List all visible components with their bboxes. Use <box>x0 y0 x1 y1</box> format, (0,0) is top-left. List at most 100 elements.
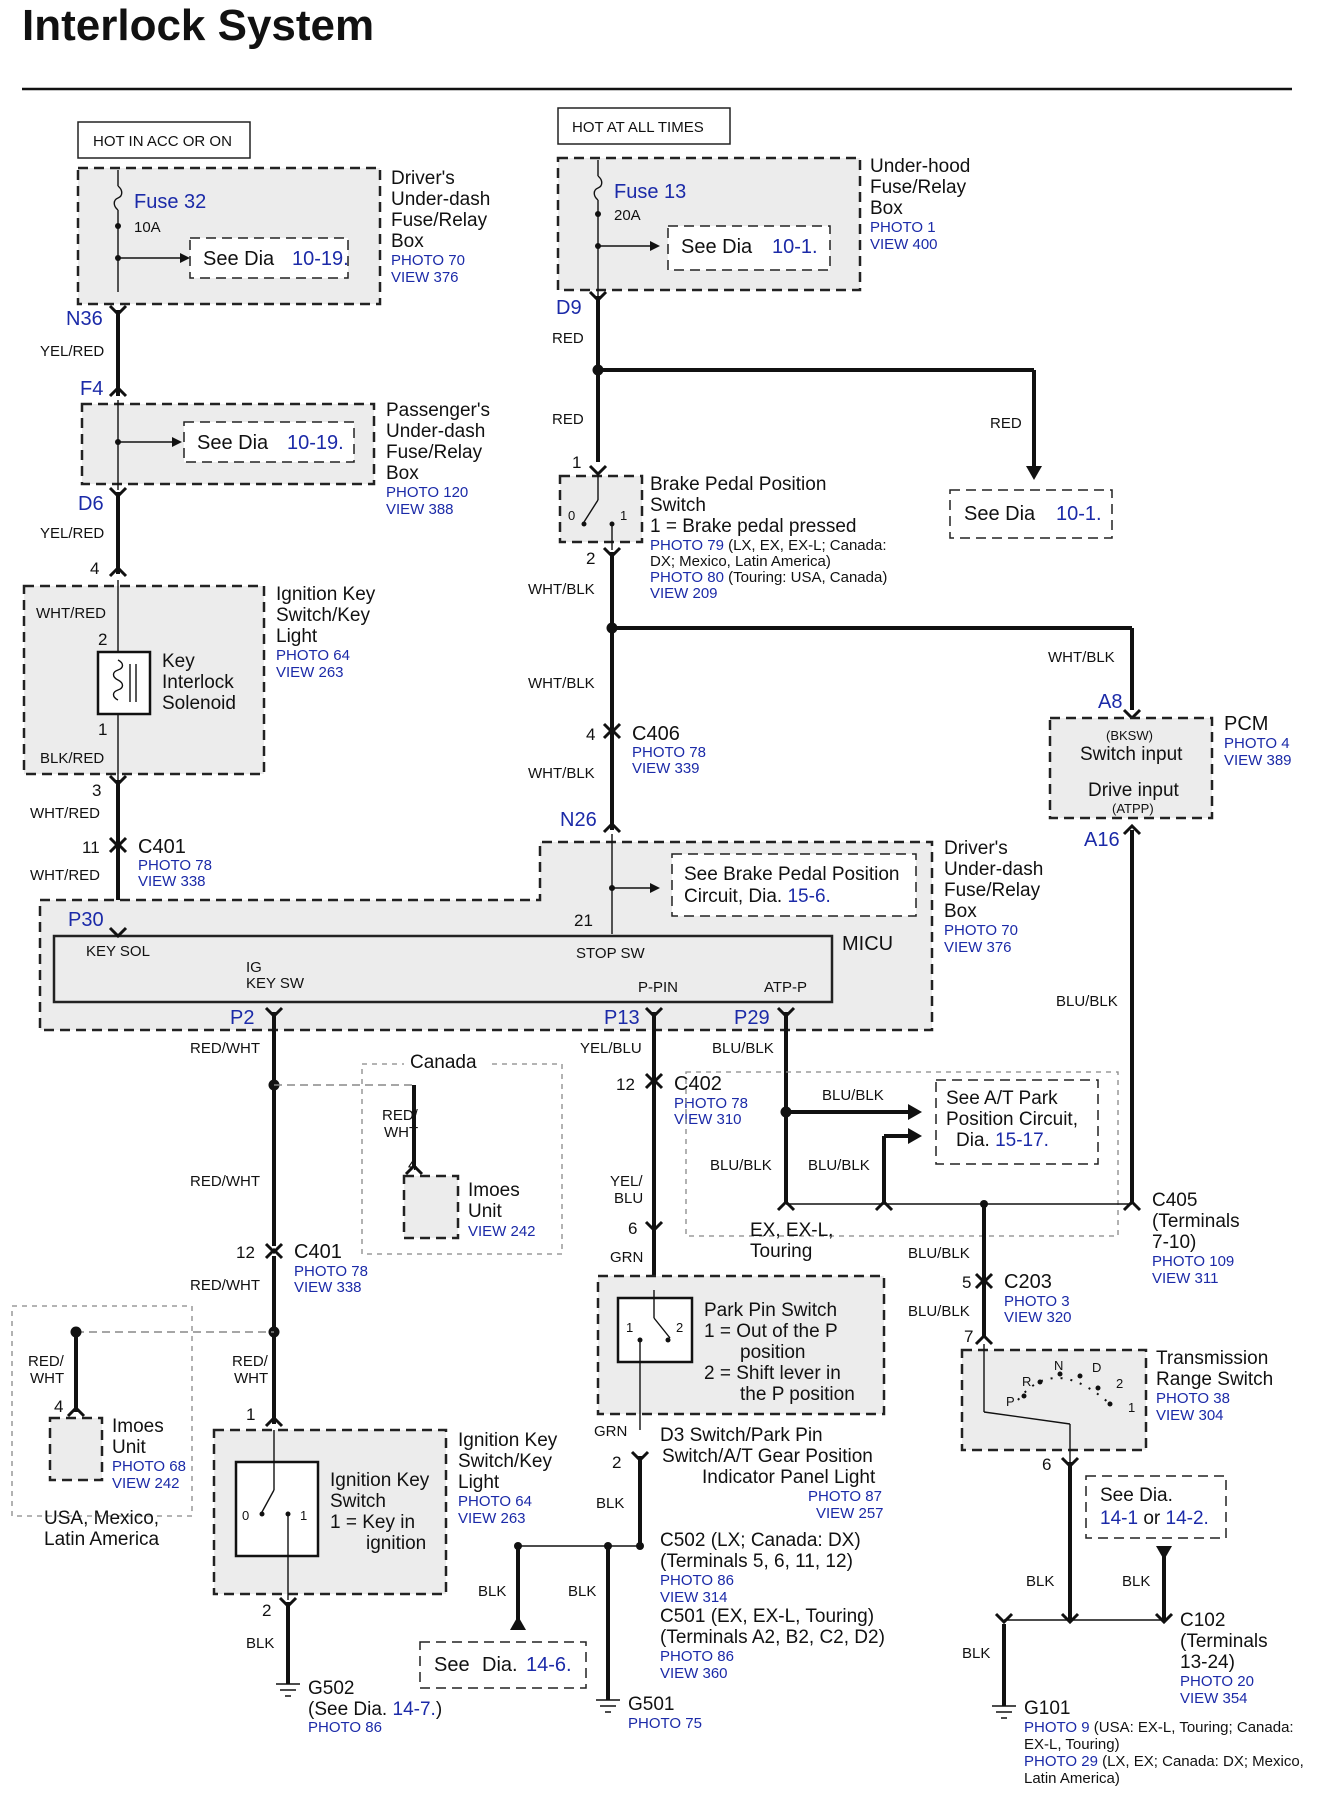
wire-label-wht-blk-pcm: WHT/BLK <box>1048 649 1115 666</box>
conn-n26: N26 <box>560 809 597 831</box>
wire-label-blk-5: BLK <box>1122 1573 1150 1590</box>
brake-pedal-switch-box <box>558 474 644 544</box>
g502-label: G502 <box>308 1678 354 1699</box>
arrow-down-icon <box>1026 466 1042 480</box>
micu-key-sw: KEY SW <box>246 975 305 992</box>
bps-photo-79-note-2: DX; Mexico, Latin America) <box>650 553 831 570</box>
ex-option-box <box>685 1071 1119 1237</box>
wire-label-wht-red-in: WHT/RED <box>36 605 106 622</box>
pin-12-c401: 12 <box>236 1243 255 1262</box>
micu-ig: IG <box>246 959 262 976</box>
bps-photo-80-note: (Touring: USA, Canada) <box>724 569 887 586</box>
bps-pos-1: 1 <box>620 508 627 523</box>
wire-label-blu-blk-6: BLU/BLK <box>908 1303 970 1320</box>
c501-l2: (Terminals A2, B2, C2, D2) <box>660 1627 885 1648</box>
ref-10-19: 10-19. <box>292 248 349 270</box>
park-pin-switch-icon <box>616 1296 694 1364</box>
imoes-ca-l2: Unit <box>468 1201 503 1222</box>
svg-text:PHOTO 79 (LX, EX, EX-L; Canada: PHOTO 79 (LX, EX, EX-L; Canada: <box>650 537 887 554</box>
see-14-6-dia: Dia. <box>482 1654 518 1676</box>
uh-label-2: Fuse/Relay <box>870 177 967 198</box>
uh-label-1: Under-hood <box>870 156 970 177</box>
see-14-1-see: See <box>1100 1485 1134 1506</box>
pp-l3: position <box>740 1342 806 1363</box>
c401-view: VIEW 338 <box>138 873 206 890</box>
wire-label-blk-2: BLK <box>478 1583 506 1600</box>
pp-l5: the P position <box>740 1384 855 1405</box>
see-dia-10-1-box <box>667 225 831 271</box>
ex-label-2: Touring <box>750 1241 812 1262</box>
ground-icon-g101 <box>992 1705 1016 1719</box>
wire-label-wht-red-2: WHT/RED <box>30 867 100 884</box>
ik2-view: VIEW 263 <box>458 1510 526 1527</box>
ref-10-19-2: 10-19. <box>287 432 344 454</box>
wire-label-blu-blk-pcm: BLU/BLK <box>1056 993 1118 1010</box>
c405-view: VIEW 311 <box>1152 1270 1218 1287</box>
ik2-photo: PHOTO 64 <box>458 1493 532 1510</box>
c501-view: VIEW 360 <box>660 1665 728 1682</box>
wire-label-wht-3: WHT <box>30 1370 64 1387</box>
fuse-13-name: Fuse 13 <box>614 181 686 203</box>
hot-always-label-box <box>557 107 731 145</box>
see-dia-text-4: See Dia <box>964 503 1036 525</box>
tr-d: D <box>1092 1360 1101 1375</box>
g501-label: G501 <box>628 1694 674 1715</box>
drv2-view: VIEW 376 <box>944 939 1012 956</box>
ref-15-17: 15-17. <box>995 1130 1049 1151</box>
imoes-us-l2: Unit <box>112 1437 147 1458</box>
see-14-1-dia: Dia. <box>1139 1485 1173 1506</box>
d3-view: VIEW 257 <box>816 1505 884 1522</box>
iks-l3: 1 = Key in <box>330 1512 415 1533</box>
wire-label-yel-red-1: YEL/RED <box>40 343 104 360</box>
drv2-photo: PHOTO 70 <box>944 922 1018 939</box>
pp-pos-2: 2 <box>676 1320 683 1335</box>
g101-photo-29-note-2: Latin America) <box>1024 1770 1120 1787</box>
pass-box-label-3: Fuse/Relay <box>386 442 483 463</box>
see-bpp-box <box>671 853 917 917</box>
usa-option-box <box>11 1305 193 1517</box>
d3-l1: D3 Switch/Park Pin <box>660 1425 823 1446</box>
pcm-drive-input: Drive input <box>1088 780 1180 801</box>
drivers-box-label-2: Under-dash <box>391 189 490 210</box>
ref-14-1: 14-1 <box>1100 1508 1138 1529</box>
c406-view: VIEW 339 <box>632 760 700 777</box>
fuse-13-amp: 20A <box>614 207 641 224</box>
c502-view: VIEW 314 <box>660 1589 728 1606</box>
wire-label-yel-sl: YEL/ <box>610 1173 643 1190</box>
hot-acc-label: HOT IN ACC OR ON <box>93 133 232 150</box>
pass-box-label-4: Box <box>386 463 419 484</box>
c203-label: C203 <box>1004 1271 1052 1293</box>
hot-acc-label-box <box>77 121 251 159</box>
c102-view: VIEW 354 <box>1180 1690 1248 1707</box>
ex-label-1: EX, EX-L, <box>750 1220 833 1241</box>
c401-photo: PHOTO 78 <box>138 857 212 874</box>
pcm-view: VIEW 389 <box>1224 752 1292 769</box>
pp-l4: 2 = Shift lever in <box>704 1363 841 1384</box>
ref-14-2: 14-2. <box>1166 1508 1209 1529</box>
svg-text:See Dia.: See Dia. <box>1100 1485 1173 1506</box>
wire-label-blk-4: BLK <box>1026 1573 1054 1590</box>
range-selector-icon <box>983 1411 1071 1425</box>
see-dia-14-1-box <box>1085 1475 1227 1539</box>
pass-box-label-1: Passenger's <box>386 400 490 421</box>
drv2-label-4: Box <box>944 901 977 922</box>
c102-l1: C102 <box>1180 1610 1225 1631</box>
tr-photo: PHOTO 38 <box>1156 1390 1230 1407</box>
svg-text:(See Dia. 14-7.): (See Dia. 14-7.) <box>308 1699 442 1720</box>
wire-label-blk-iks: BLK <box>246 1635 274 1652</box>
fuse-32-name: Fuse 32 <box>134 191 206 213</box>
d3-l2: Switch/A/T Gear Position <box>662 1446 873 1467</box>
conn-f4: F4 <box>80 378 103 400</box>
bps-pos-0: 0 <box>568 508 575 523</box>
c203-photo: PHOTO 3 <box>1004 1293 1070 1310</box>
pin-4-imoes-us: 4 <box>54 1397 63 1416</box>
canada-label: Canada <box>410 1052 477 1073</box>
conn-d9: D9 <box>556 297 582 319</box>
pcm-photo: PHOTO 4 <box>1224 735 1290 752</box>
c102-photo: PHOTO 20 <box>1180 1673 1254 1690</box>
ik2-label-2: Switch/Key <box>458 1451 552 1472</box>
g101-photo-9-note-2: EX-L, Touring) <box>1024 1736 1120 1753</box>
bps-photo-79: PHOTO 79 <box>650 537 724 554</box>
hot-always-label: HOT AT ALL TIMES <box>572 119 704 136</box>
